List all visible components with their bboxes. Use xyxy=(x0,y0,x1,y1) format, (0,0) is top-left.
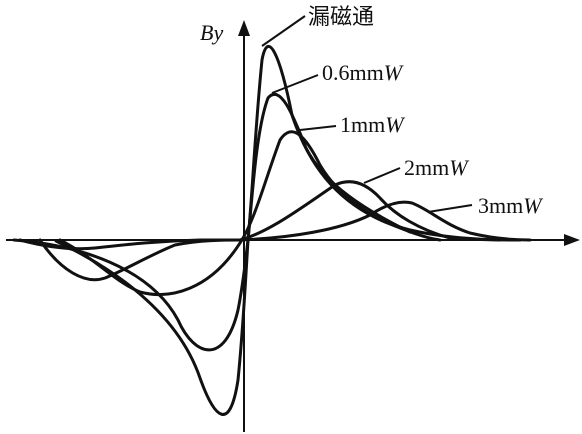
series-curve-2mm xyxy=(38,180,522,282)
leader-1mm xyxy=(299,125,337,131)
y-axis-label: By xyxy=(200,20,223,45)
series-label-1mm: 1mmW xyxy=(340,112,405,137)
series-label-0.6mm: 0.6mmW xyxy=(322,60,404,85)
series-label-2mm: 2mmW xyxy=(404,155,469,180)
leader-leakage-flux xyxy=(261,15,306,47)
x-axis-arrow xyxy=(564,234,580,246)
leader-0.6mm xyxy=(271,74,319,94)
y-axis-arrow xyxy=(238,20,250,36)
series-label-leakage-flux: 漏磁通 xyxy=(308,4,374,29)
series-curve-3mm xyxy=(18,200,532,251)
series-curve-1mm xyxy=(58,130,502,296)
leader-2mm xyxy=(363,167,401,184)
leader-3mm xyxy=(427,204,473,213)
series-label-3mm: 3mmW xyxy=(478,193,543,218)
